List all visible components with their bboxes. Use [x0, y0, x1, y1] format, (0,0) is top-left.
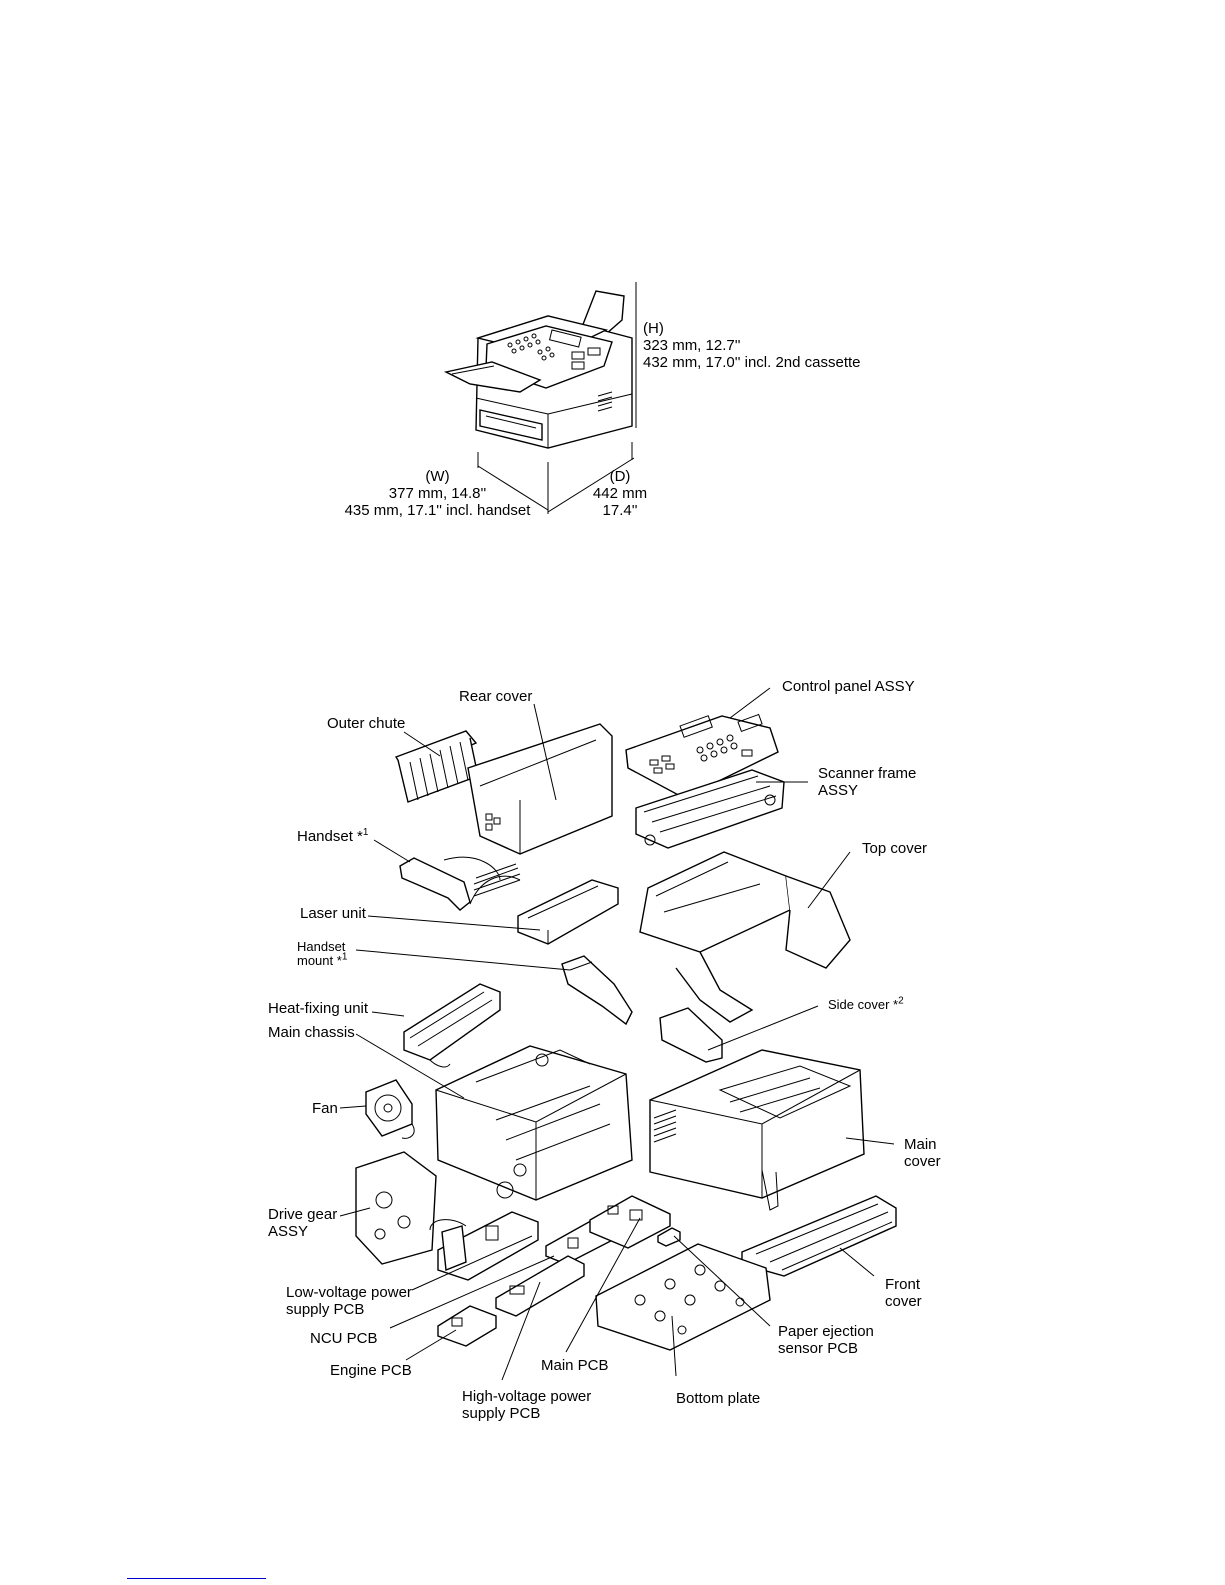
handset-note: 1 [362, 827, 369, 838]
fan-label: Fan [312, 1100, 338, 1117]
depth-label: (D) [609, 468, 631, 485]
handset-mount-note: 1 [341, 951, 348, 963]
laser-unit-label: Laser unit [300, 905, 366, 922]
heat-fixing-unit-drawing [403, 983, 501, 1068]
footer-rule [127, 1578, 266, 1579]
handset-drawing [399, 856, 521, 911]
high-voltage-line-1: High-voltage power [462, 1388, 592, 1405]
side-vent [597, 391, 613, 412]
height-value-2: 432 mm, 17.0'' incl. 2nd cassette [643, 354, 861, 371]
scanner-frame-line-2: ASSY [818, 782, 859, 799]
low-voltage-line-2: supply PCB [286, 1301, 365, 1318]
handset-mount-label: Handset mount *1 [297, 940, 347, 968]
fan-drawing [365, 1079, 415, 1139]
control-panel-keys [649, 734, 753, 774]
main-pcb-drawing [589, 1195, 671, 1249]
bottom-plate-drawing [595, 1243, 771, 1351]
low-voltage-pcb-drawing [429, 1211, 539, 1281]
width-label: (W) [425, 468, 450, 485]
scanner-frame-drawing [635, 769, 785, 849]
height-label: (H) [643, 320, 664, 337]
engine-pcb-drawing [437, 1305, 497, 1347]
width-value-1: 377 mm, 14.8'' [388, 485, 487, 502]
outer-chute-drawing [394, 730, 479, 803]
paper-ejection-pcb-drawing [657, 1227, 681, 1247]
high-voltage-pcb-label: High-voltage power supply PCB [462, 1388, 591, 1422]
main-cover-line-1: Main [904, 1136, 937, 1153]
drive-gear-line-1: Drive gear [268, 1206, 338, 1223]
height-value-1: 323 mm, 12.7'' [643, 337, 741, 354]
leader-lines [339, 687, 895, 1381]
front-cover-drawing [741, 1195, 897, 1277]
handset-label: Handset *1 [297, 827, 369, 846]
heat-fixing-unit-label: Heat-fixing unit [268, 1000, 369, 1017]
side-cover-text: Side cover * [828, 997, 899, 1012]
top-cover-label: Top cover [862, 840, 928, 857]
top-cover-drawing [639, 851, 851, 1023]
paper-ejection-line-1: Paper ejection [778, 1323, 874, 1340]
main-cover-vent [653, 1109, 677, 1143]
paper-ejection-line-2: sensor PCB [778, 1340, 859, 1357]
ncu-pcb-label: NCU PCB [310, 1330, 378, 1347]
scanner-frame-label: Scanner frame ASSY [818, 765, 916, 799]
low-voltage-pcb-label: Low-voltage power supply PCB [286, 1284, 412, 1318]
front-cover-line-2: cover [885, 1293, 922, 1310]
main-cover-line-2: cover [904, 1153, 941, 1170]
main-pcb-label: Main PCB [541, 1357, 609, 1374]
depth-value-1: 442 mm [592, 485, 648, 502]
outer-chute-label: Outer chute [327, 715, 406, 732]
rear-cover-label: Rear cover [459, 688, 533, 705]
laser-unit-drawing [517, 879, 619, 945]
depth-value-2: 17.4'' [602, 502, 638, 519]
front-cover-line-1: Front [885, 1276, 921, 1293]
control-panel-drawing [625, 713, 779, 799]
front-cover-label: Front cover [885, 1276, 922, 1310]
main-cover-label: Main cover [904, 1136, 941, 1170]
handset-mount-line-2: mount * [297, 953, 342, 968]
handset-text: Handset * [297, 828, 363, 845]
side-cover-note: 2 [898, 995, 904, 1007]
depth-dimension-label: (D) 442 mm 17.4'' [580, 468, 660, 519]
handset-mount-line-1: Handset [297, 939, 346, 954]
scanner-frame-line-1: Scanner frame [818, 765, 917, 782]
paper-ejection-label: Paper ejection sensor PCB [778, 1323, 874, 1357]
machine-outline-drawing [443, 282, 637, 514]
handset-mount-drawing [561, 955, 633, 1026]
width-dimension-label: (W) 377 mm, 14.8'' 435 mm, 17.1'' incl. … [335, 468, 540, 519]
low-voltage-line-1: Low-voltage power [286, 1284, 412, 1301]
high-voltage-pcb-drawing [495, 1255, 585, 1317]
width-value-2: 435 mm, 17.1'' incl. handset [344, 502, 531, 519]
engine-pcb-label: Engine PCB [330, 1362, 412, 1379]
side-cover-label: Side cover *2 [828, 995, 904, 1012]
drive-gear-assy-drawing [355, 1151, 437, 1265]
drive-gear-line-2: ASSY [268, 1223, 309, 1240]
drive-gear-label: Drive gear ASSY [268, 1206, 337, 1240]
main-cover-drawing [649, 1049, 865, 1211]
panel-keys [507, 333, 601, 370]
rear-cover-drawing [467, 723, 613, 855]
control-panel-label: Control panel ASSY [782, 678, 915, 695]
high-voltage-line-2: supply PCB [462, 1405, 541, 1422]
side-cover-drawing [659, 1007, 723, 1063]
main-chassis-label: Main chassis [268, 1024, 355, 1041]
bottom-plate-label: Bottom plate [676, 1390, 761, 1407]
height-dimension-label: (H) 323 mm, 12.7'' 432 mm, 17.0'' incl. … [643, 320, 861, 371]
main-chassis-drawing [435, 1045, 633, 1201]
